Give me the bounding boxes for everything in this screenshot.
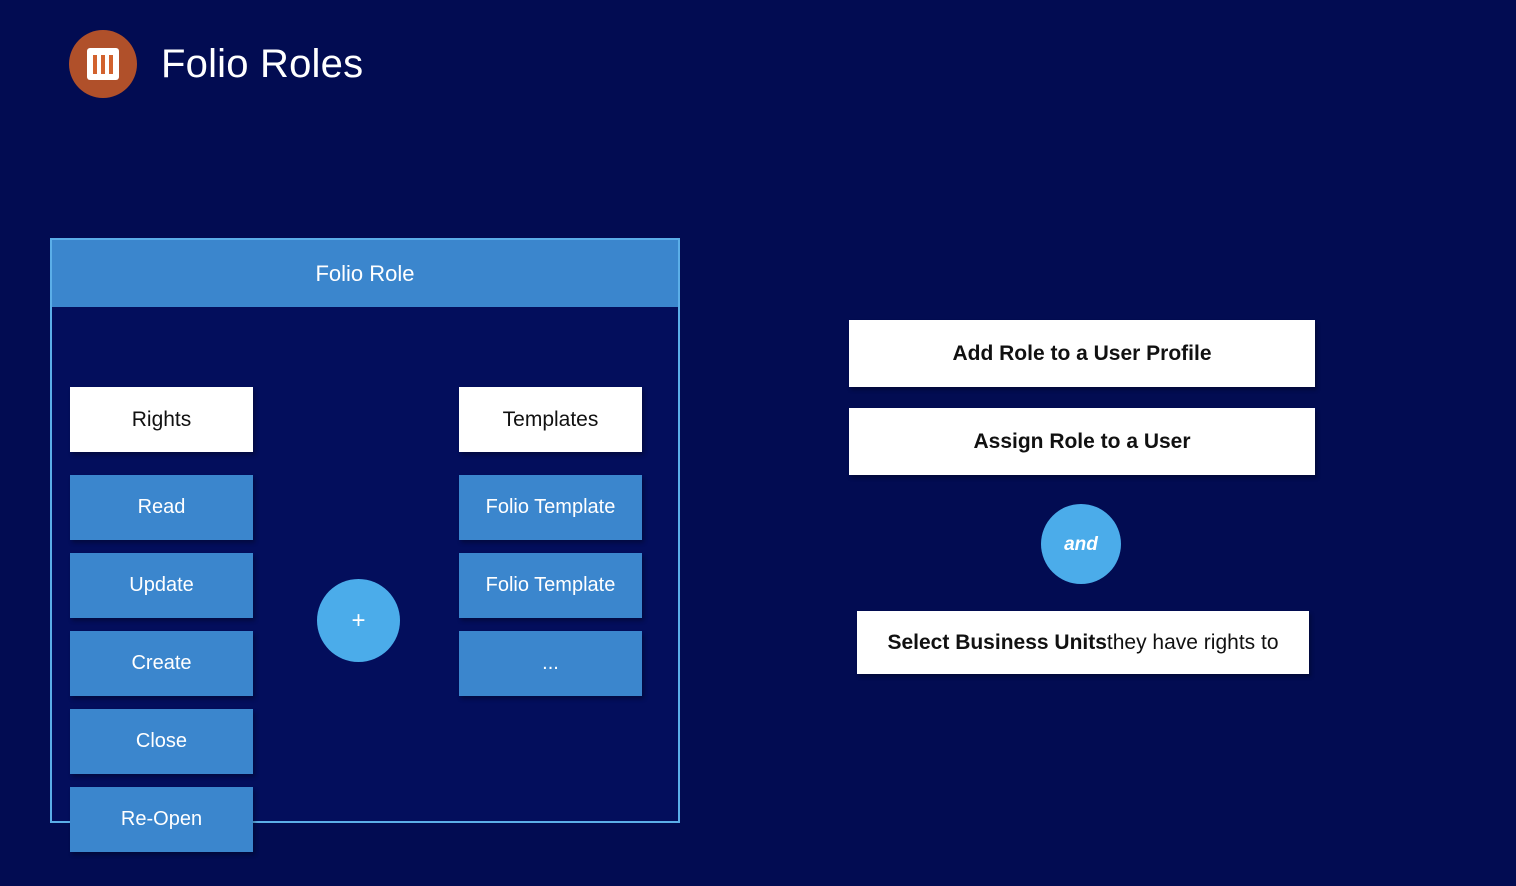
right-item-update[interactable]: Update <box>70 553 253 618</box>
plus-connector-icon: + <box>317 579 400 662</box>
template-item-more[interactable]: ... <box>459 631 642 696</box>
folio-book-icon-bar-1 <box>93 54 97 74</box>
rights-column: Rights Read Update Create Close Re-Open <box>70 387 253 865</box>
templates-column-header: Templates <box>459 387 642 452</box>
folio-book-icon-plate <box>87 48 119 80</box>
folio-role-panel: Folio Role Rights Read Update Create Clo… <box>50 238 680 852</box>
step-select-business-units-bold: Select Business Units <box>887 630 1107 654</box>
folio-role-panel-title: Folio Role <box>315 260 415 286</box>
template-item-2[interactable]: Folio Template <box>459 553 642 618</box>
folio-role-panel-body: Rights Read Update Create Close Re-Open … <box>52 307 678 852</box>
folio-book-icon-bar-3 <box>109 54 113 74</box>
folio-role-panel-header: Folio Role <box>52 240 678 307</box>
folio-book-icon-bar-2 <box>101 54 105 74</box>
step-assign-role-to-user[interactable]: Assign Role to a User <box>849 408 1315 475</box>
and-connector-icon: and <box>1041 504 1121 584</box>
step-add-role-to-user-profile[interactable]: Add Role to a User Profile <box>849 320 1315 387</box>
assignment-flow: Add Role to a User Profile Assign Role t… <box>849 320 1315 475</box>
right-item-close[interactable]: Close <box>70 709 253 774</box>
step-select-business-units[interactable]: Select Business Units they have rights t… <box>857 611 1309 674</box>
step-select-business-units-normal: they have rights to <box>1106 630 1279 654</box>
right-item-create[interactable]: Create <box>70 631 253 696</box>
folio-book-icon <box>69 30 137 98</box>
right-item-read[interactable]: Read <box>70 475 253 540</box>
template-item-1[interactable]: Folio Template <box>459 475 642 540</box>
page-header: Folio Roles <box>69 30 363 98</box>
rights-column-header: Rights <box>70 387 253 452</box>
templates-column: Templates Folio Template Folio Template … <box>459 387 642 709</box>
right-item-re-open[interactable]: Re-Open <box>70 787 253 852</box>
page-title: Folio Roles <box>161 42 364 86</box>
